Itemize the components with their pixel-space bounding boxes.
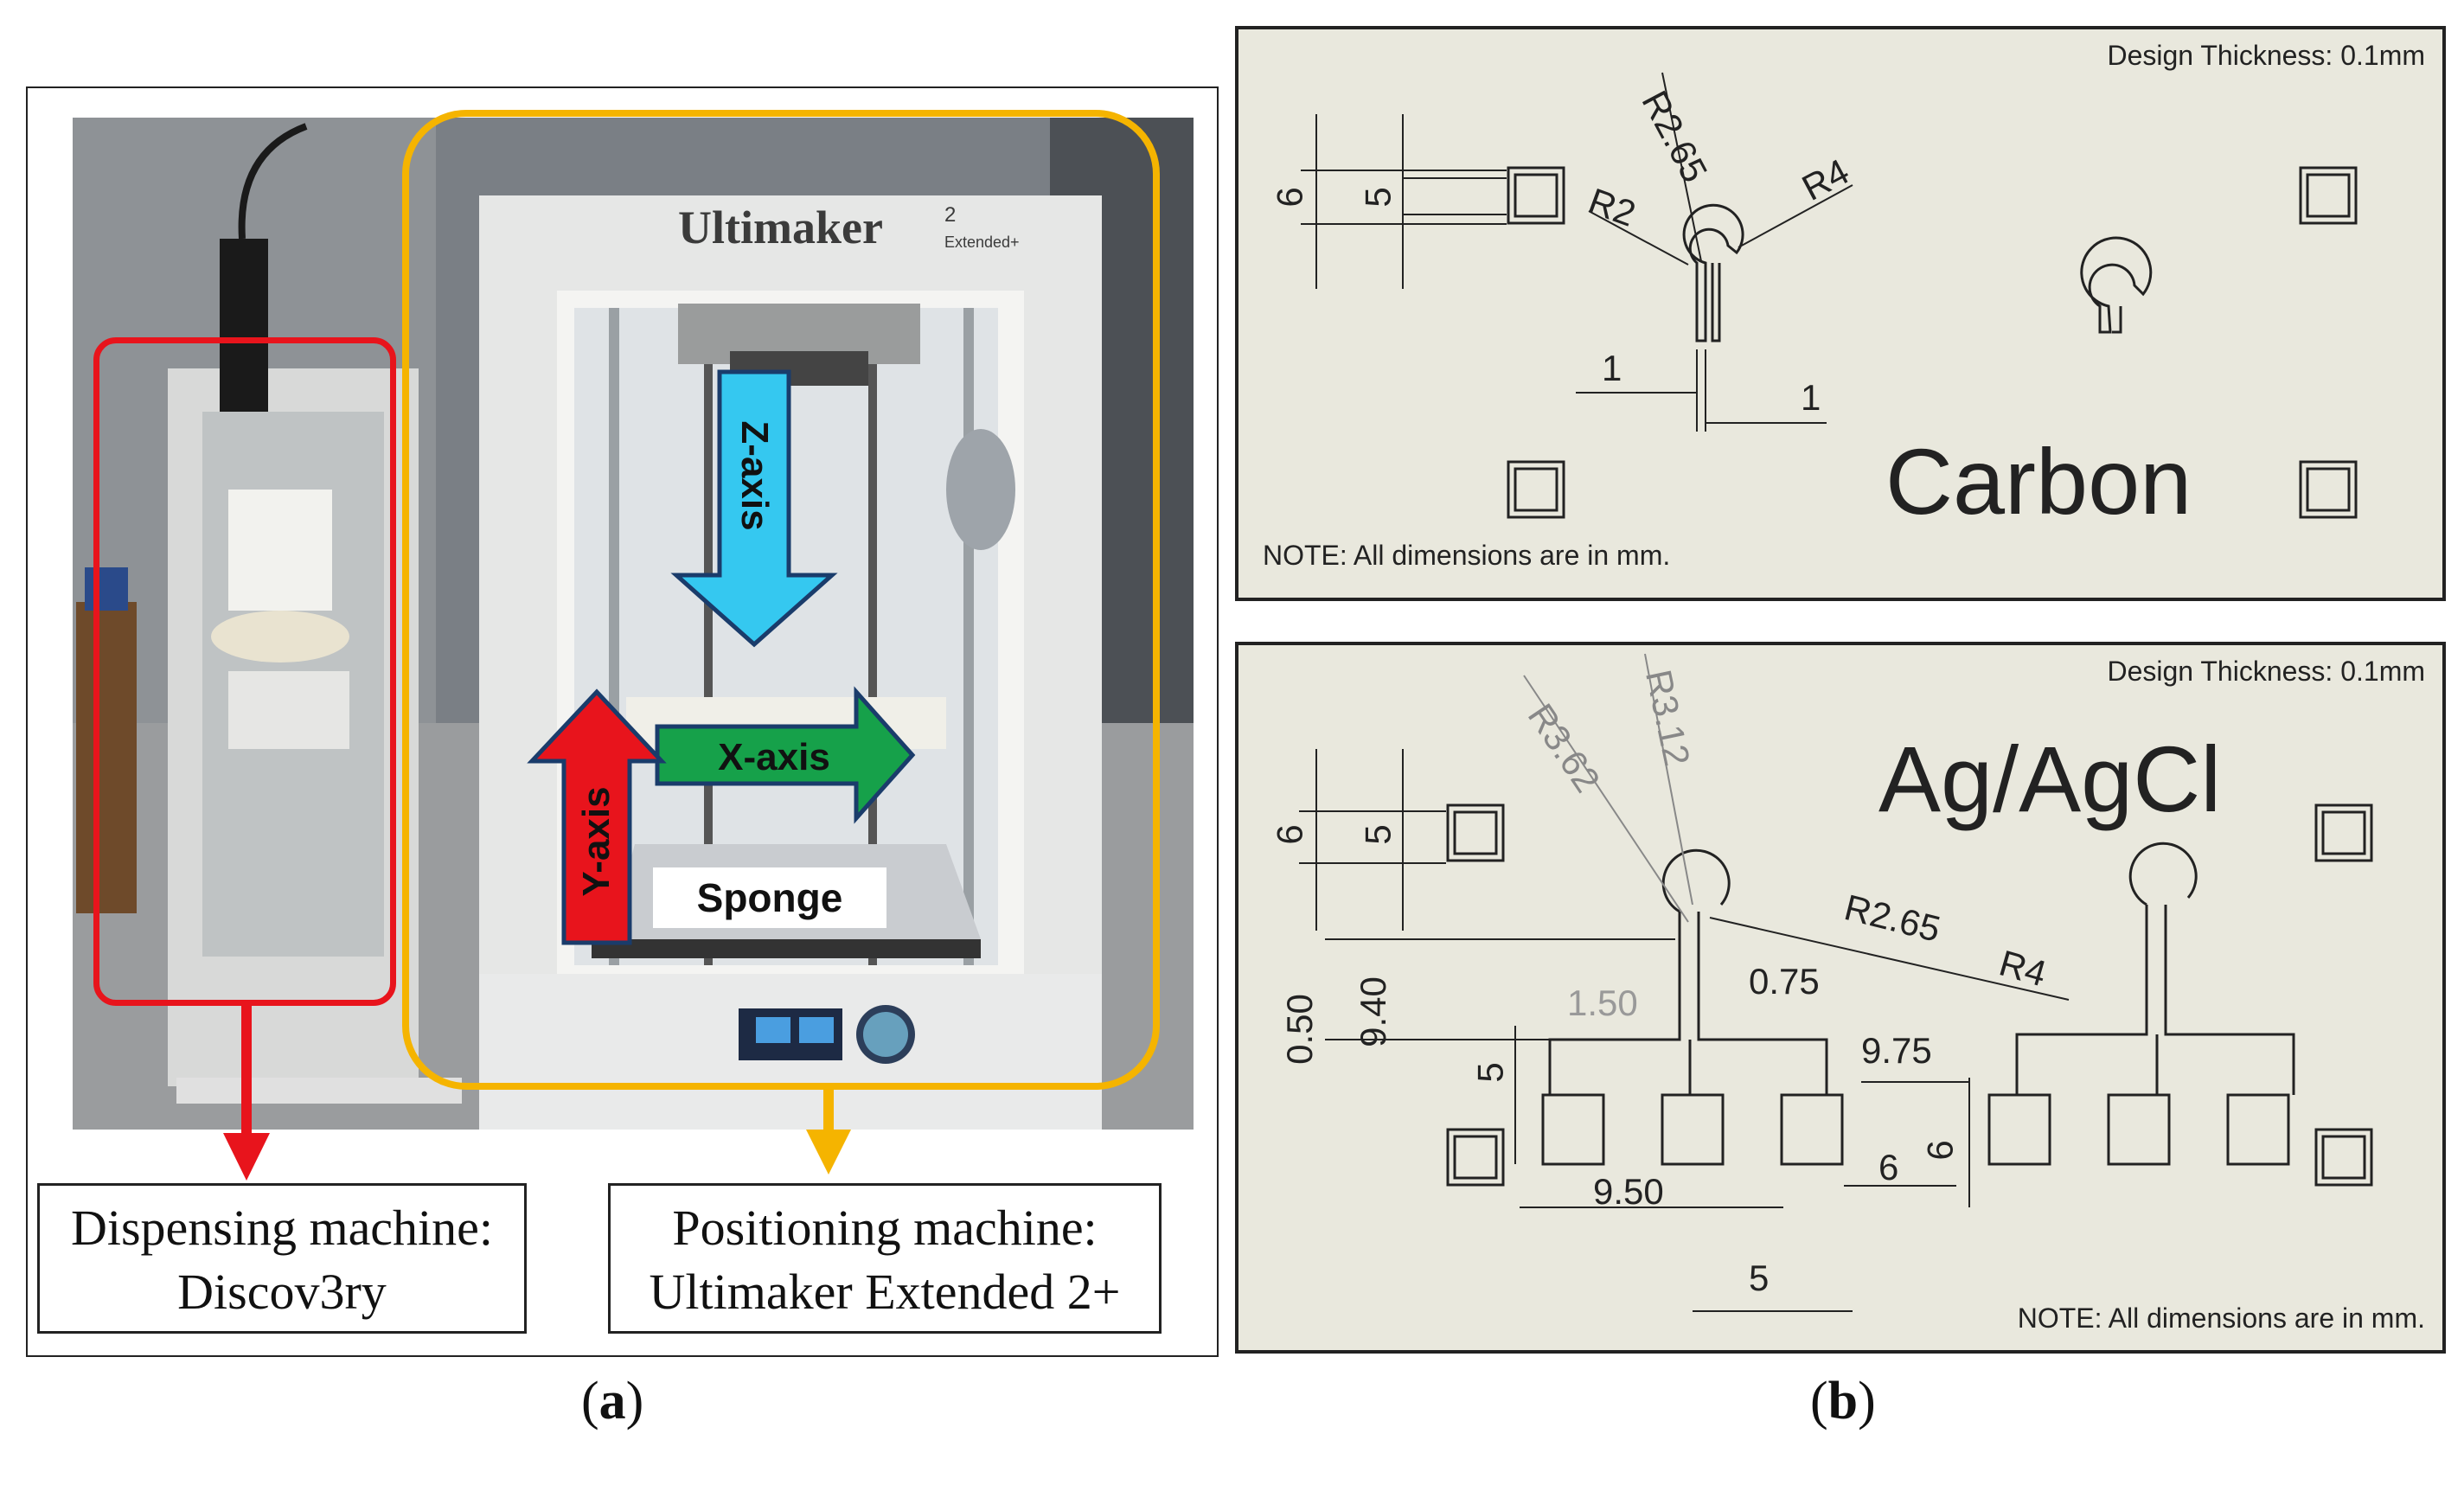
x-axis-label: X-axis <box>692 732 856 784</box>
z-axis-label: Z-axis <box>715 420 793 530</box>
agcl-note: NOTE: All dimensions are in mm. <box>2017 1303 2425 1334</box>
carbon-pad-br-inner <box>2306 467 2351 512</box>
printer-brand-sup: 2 <box>944 203 956 227</box>
carbon-pad-tr-inner <box>2306 173 2351 218</box>
dispensing-caption-box: Dispensing machine: Discov3ry <box>37 1183 527 1334</box>
y-axis-label: Y-axis <box>564 755 630 928</box>
agcl-dim-950: 9.50 <box>1593 1171 1664 1212</box>
dispensing-caption-line1: Dispensing machine: <box>70 1200 494 1256</box>
agcl-electrode-2 <box>2128 842 2198 906</box>
carbon-drawing-panel: Design Thickness: 0.1mm Carbon NOTE: All… <box>1235 26 2446 601</box>
agcl-elec1-pad-2 <box>1661 1093 1725 1166</box>
agcl-design-thickness: Design Thickness: 0.1mm <box>2107 656 2425 687</box>
carbon-dim-5: 5 <box>1357 187 1398 208</box>
carbon-pad-tr <box>2299 166 2358 225</box>
sponge-text: Sponge <box>696 875 843 920</box>
agcl-dim-5b: 5 <box>1469 1062 1511 1083</box>
x-axis-text: X-axis <box>718 736 830 778</box>
agcl-dim-975: 9.75 <box>1861 1030 1932 1071</box>
dispensing-caption-line2: Discov3ry <box>177 1264 387 1320</box>
carbon-design-thickness: Design Thickness: 0.1mm <box>2107 40 2425 71</box>
panel-b-label-close: ) <box>1858 1372 1876 1431</box>
carbon-pad-bl <box>1507 460 1565 519</box>
printer-brand-text: Ultimaker <box>678 202 883 253</box>
carbon-electrode-2 <box>2080 236 2153 334</box>
sponge-label: Sponge <box>653 867 886 928</box>
carbon-title: Carbon <box>1885 429 2192 534</box>
agcl-dim-6b: 6 <box>1919 1140 1961 1161</box>
agcl-dim-075: 0.75 <box>1749 961 1820 1002</box>
agcl-dim-5: 5 <box>1357 824 1398 845</box>
agcl-dim-6: 6 <box>1269 824 1310 845</box>
carbon-pad-br <box>2299 460 2358 519</box>
agcl-dim-5c: 5 <box>1749 1258 1770 1298</box>
agcl-pad-tl <box>1446 803 1505 862</box>
agcl-elec2-pad-1 <box>1987 1093 2051 1166</box>
panel-a-label-letter: a <box>598 1372 626 1431</box>
positioning-caption-line2: Ultimaker Extended 2+ <box>649 1264 1121 1320</box>
agcl-drawing-panel: Design Thickness: 0.1mm Ag/AgCl NOTE: Al… <box>1235 642 2446 1354</box>
panel-a-label: (a) <box>581 1371 643 1432</box>
panel-a-label-open: ( <box>581 1372 599 1431</box>
positioning-machine-outline <box>402 110 1160 1090</box>
positioning-caption-line1: Positioning machine: <box>672 1200 1098 1256</box>
panel-b-label-open: ( <box>1810 1372 1828 1431</box>
agcl-elec1-pad-1 <box>1541 1093 1605 1166</box>
carbon-dim-6: 6 <box>1269 187 1310 208</box>
agcl-dim-940: 9.40 <box>1352 976 1393 1047</box>
agcl-pad-bl <box>1446 1128 1505 1187</box>
positioning-caption-box: Positioning machine: Ultimaker Extended … <box>608 1183 1162 1334</box>
agcl-elec2-pad-3 <box>2226 1093 2290 1166</box>
z-axis-text: Z-axis <box>733 420 776 531</box>
agcl-pad-tr <box>2314 803 2373 862</box>
printer-setup-photo: Ultimaker 2 Extended+ <box>73 118 1194 1130</box>
agcl-dim-6c: 6 <box>1878 1147 1899 1187</box>
carbon-pad-bl-inner <box>1514 467 1558 512</box>
carbon-dim-1b: 1 <box>1801 377 1821 418</box>
agcl-elec2-pad-2 <box>2107 1093 2171 1166</box>
agcl-pad-br <box>2314 1128 2373 1187</box>
x-axis-arrow <box>655 686 916 824</box>
carbon-pad-tl <box>1507 166 1565 225</box>
sponge-label-box <box>653 867 886 928</box>
dispensing-machine-outline <box>93 337 396 1006</box>
y-axis-arrow <box>527 688 667 945</box>
agcl-elec1-pad-3 <box>1780 1093 1844 1166</box>
z-axis-arrow <box>670 369 838 648</box>
carbon-pad-tl-inner <box>1514 173 1558 218</box>
agcl-title: Ag/AgCl <box>1878 726 2222 831</box>
panel-b-label: (b) <box>1810 1371 1876 1432</box>
agcl-dim-050: 0.50 <box>1278 994 1320 1065</box>
panel-b-label-letter: b <box>1827 1372 1859 1431</box>
agcl-dim-150: 1.50 <box>1567 983 1638 1023</box>
agcl-electrode-1 <box>1661 848 1731 913</box>
carbon-note: NOTE: All dimensions are in mm. <box>1263 540 1671 571</box>
panel-a-label-close: ) <box>625 1372 644 1431</box>
y-axis-text: Y-axis <box>575 786 618 897</box>
positioning-pointer-head <box>806 1130 851 1175</box>
printer-model-sub: Extended+ <box>944 234 1020 251</box>
carbon-electrode-1 <box>1682 203 1744 342</box>
dispensing-pointer-head <box>223 1133 270 1181</box>
carbon-dim-1a: 1 <box>1602 348 1622 388</box>
